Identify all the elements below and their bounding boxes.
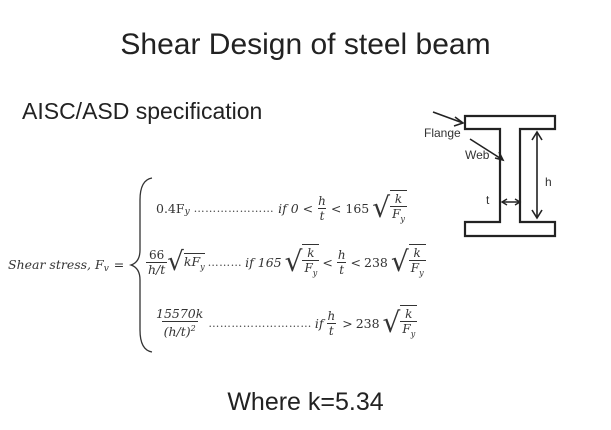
case1-bound: 165 [345, 200, 370, 216]
frac-num: h [327, 308, 336, 323]
sqrt-icon: √ [372, 191, 391, 225]
case1-lt: < [330, 200, 342, 216]
frac-num: k [307, 246, 315, 260]
fy-label: F [402, 322, 411, 336]
cases-brace [128, 177, 153, 353]
case1-coef: 0.4F [156, 200, 185, 216]
den-text: (h/t) [163, 324, 191, 340]
web-arrow [469, 138, 505, 162]
sqrt-icon: √ [167, 247, 184, 278]
case2-lt2: < [350, 254, 362, 270]
case1-cond: if 0 < [278, 200, 314, 216]
t-dimension-arrow [500, 198, 522, 206]
case3-dots: ……………………… [208, 316, 312, 330]
frac-den: Fy [390, 206, 407, 226]
k-value-note: Where k=5.34 [227, 388, 384, 416]
kfy-label: kF [183, 253, 201, 269]
sqrt-icon: √ [284, 245, 303, 279]
frac-num: 15570k [156, 306, 204, 322]
case2-cond: if 165 [245, 254, 282, 270]
case3-cond: if [314, 315, 324, 331]
lhs-subscript: v [103, 263, 109, 274]
frac-den: t [326, 322, 336, 338]
kfy-sub: y [200, 262, 205, 272]
i-beam-outline [463, 114, 557, 238]
case2-bound: 238 [364, 254, 388, 270]
case3-bound: 238 [355, 315, 380, 331]
fy-sub: y [410, 329, 416, 339]
fy-sub: y [419, 268, 424, 278]
frac-num: k [413, 246, 421, 260]
frac-den: Fy [302, 260, 320, 280]
frac-num: k [405, 307, 413, 321]
case2-kfy: kFy [183, 252, 205, 272]
frac-num: k [394, 192, 403, 206]
h-dimension-arrow [531, 130, 543, 220]
lhs-equals: = [113, 257, 125, 272]
case2-sqrt-kfy: √ kFy [167, 247, 205, 278]
h-label: h [545, 175, 552, 189]
slide-subtitle: AISC/ASD specification [22, 98, 263, 124]
fy-label: F [410, 261, 420, 275]
frac-den: t [317, 207, 327, 223]
slide-title: Shear Design of steel beam [120, 28, 491, 61]
den-exp: 2 [190, 324, 196, 334]
i-beam-diagram [463, 114, 557, 238]
case3-fraction: 15570k(h/t)2 [154, 307, 205, 339]
case2-lt1: < [322, 254, 333, 270]
frac-den: t [337, 261, 347, 277]
flange-arrow [432, 111, 465, 127]
lhs-label: Shear stress, F [8, 257, 104, 272]
fy-label: F [392, 207, 401, 221]
frac-den: h/t [146, 261, 168, 277]
case2-dots: ……… [207, 255, 243, 269]
sqrt-icon: √ [390, 245, 409, 279]
frac-num: 66 [149, 247, 165, 262]
frac-den: Fy [400, 321, 418, 341]
fy-sub: y [312, 268, 318, 278]
frac-den: (h/t)2 [161, 321, 198, 340]
case1-sub: y [184, 207, 190, 218]
fy-sub: y [400, 214, 405, 224]
case1-dots: ………………… [193, 201, 275, 215]
flange-label: Flange [424, 126, 461, 140]
frac-num: h [318, 193, 326, 208]
t-label: t [486, 193, 490, 207]
case3-gt: > [342, 315, 353, 331]
frac-num: h [337, 247, 346, 262]
web-label: Web [465, 148, 490, 162]
fy-label: F [304, 261, 313, 275]
sqrt-icon: √ [382, 306, 401, 340]
frac-den: Fy [408, 260, 426, 280]
